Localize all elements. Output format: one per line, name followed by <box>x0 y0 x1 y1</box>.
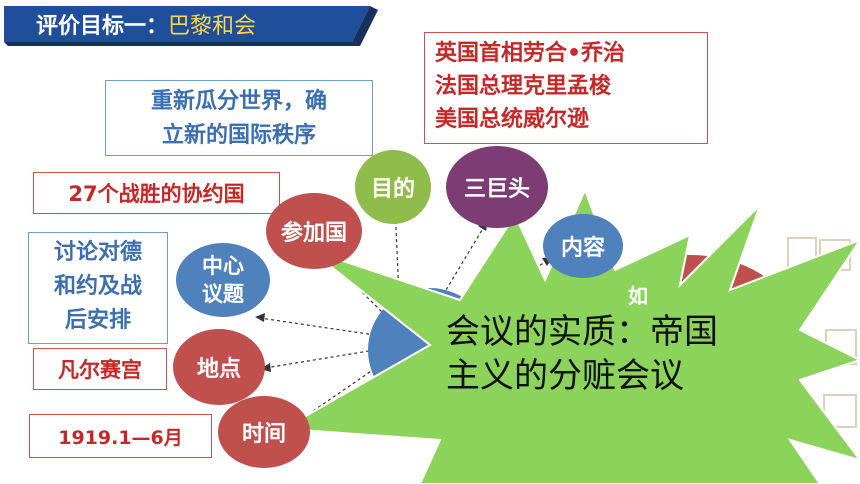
location-node-label: 地点 <box>196 357 241 382</box>
time-text: 1919.1—6月 <box>58 426 183 449</box>
location-node: 地点 <box>173 329 265 405</box>
header-banner <box>4 6 378 46</box>
big-three-node-label: 三巨头 <box>463 177 530 202</box>
participants-node: 参加国 <box>266 193 362 269</box>
content-node: 内容 <box>543 214 623 278</box>
issue-line-1: 讨论对德 <box>53 240 142 265</box>
central-issue-label-1: 中心 <box>202 254 244 278</box>
purpose-node-label: 目的 <box>370 177 415 202</box>
central-issue-label-2: 议题 <box>202 282 244 306</box>
starburst-shape <box>287 187 860 484</box>
big-three-line-2: 法国总理克里孟梭 <box>435 74 612 99</box>
central-issue-node: 中心 议题 <box>176 243 270 317</box>
participants-node-label: 参加国 <box>280 221 347 246</box>
starburst-line-1: 会议的实质：帝国 <box>446 312 718 352</box>
time-node-label: 时间 <box>241 422 286 447</box>
header-topic: 巴黎和会 <box>168 14 257 39</box>
time-node: 时间 <box>218 396 310 468</box>
starburst-text: 会议的实质：帝国 主义的分赃会议 <box>446 310 718 398</box>
time-box: 1919.1—6月 <box>29 414 212 458</box>
issue-box: 讨论对德 和约及战 后安排 <box>28 232 168 344</box>
starburst-line-2: 主义的分赃会议 <box>446 356 684 396</box>
issue-line-3: 后安排 <box>64 308 131 333</box>
big-three-line-1: 英国首相劳合•乔治 <box>435 41 626 66</box>
location-text: 凡尔赛宫 <box>58 358 142 382</box>
header-title: 评价目标一： 巴黎和会 <box>36 9 256 39</box>
location-box: 凡尔赛宫 <box>33 348 167 390</box>
content-node-label: 内容 <box>560 236 605 261</box>
participants-box: 27个战胜的协约国 <box>33 172 280 214</box>
participants-text: 27个战胜的协约国 <box>68 182 245 206</box>
purpose-box: 重新瓜分世界，确 立新的国际秩序 <box>105 80 373 156</box>
purpose-line-2: 立新的国际秩序 <box>161 123 316 148</box>
issue-line-2: 和约及战 <box>53 274 142 299</box>
big-three-box: 英国首相劳合•乔治 法国总理克里孟梭 美国总统威尔逊 <box>424 32 708 144</box>
header-prefix: 评价目标一： <box>36 14 169 39</box>
purpose-line-1: 重新瓜分世界，确 <box>150 89 327 114</box>
right-fragment-text: 如 <box>628 284 648 308</box>
big-three-node: 三巨头 <box>446 146 548 228</box>
purpose-node: 目的 <box>355 150 431 224</box>
big-three-line-3: 美国总统威尔逊 <box>435 107 590 132</box>
